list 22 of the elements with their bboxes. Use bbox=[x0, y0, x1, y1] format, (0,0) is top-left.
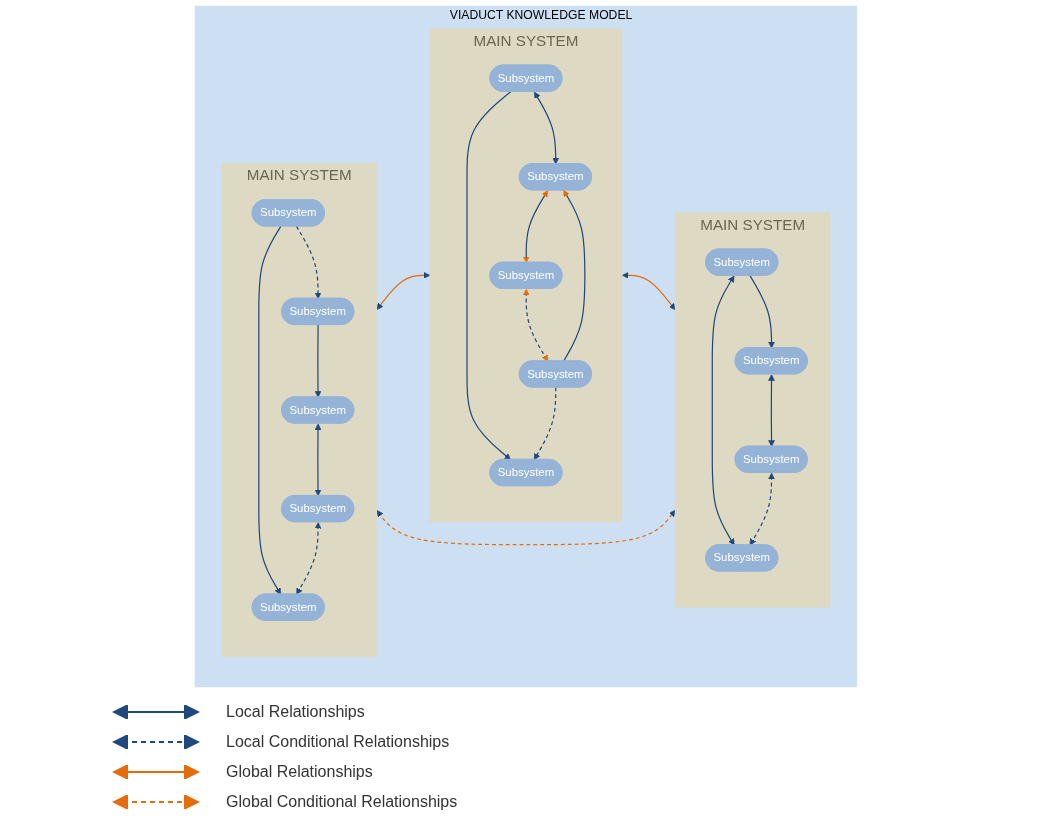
arrow bbox=[257, 225, 281, 595]
legend-text: Local Conditional Relationships bbox=[226, 733, 450, 751]
arrow bbox=[376, 272, 430, 310]
arrow bbox=[522, 190, 548, 263]
legend-text: Global Conditional Relationships bbox=[226, 793, 458, 811]
arrow bbox=[295, 225, 321, 299]
arrow bbox=[749, 472, 775, 546]
legend-text: Local Relationships bbox=[226, 703, 365, 721]
arrow bbox=[562, 190, 585, 362]
arrow bbox=[376, 509, 676, 546]
arrow bbox=[533, 386, 556, 461]
arrow bbox=[314, 324, 321, 398]
arrow bbox=[533, 91, 559, 165]
arrow bbox=[621, 272, 676, 311]
arrow bbox=[465, 91, 511, 461]
arrow bbox=[711, 275, 735, 546]
arrow bbox=[748, 275, 775, 349]
arrow bbox=[767, 374, 775, 447]
arrow bbox=[314, 423, 321, 497]
legend-text: Global Relationships bbox=[226, 763, 373, 781]
arrow bbox=[295, 522, 321, 595]
arrow bbox=[522, 288, 548, 362]
